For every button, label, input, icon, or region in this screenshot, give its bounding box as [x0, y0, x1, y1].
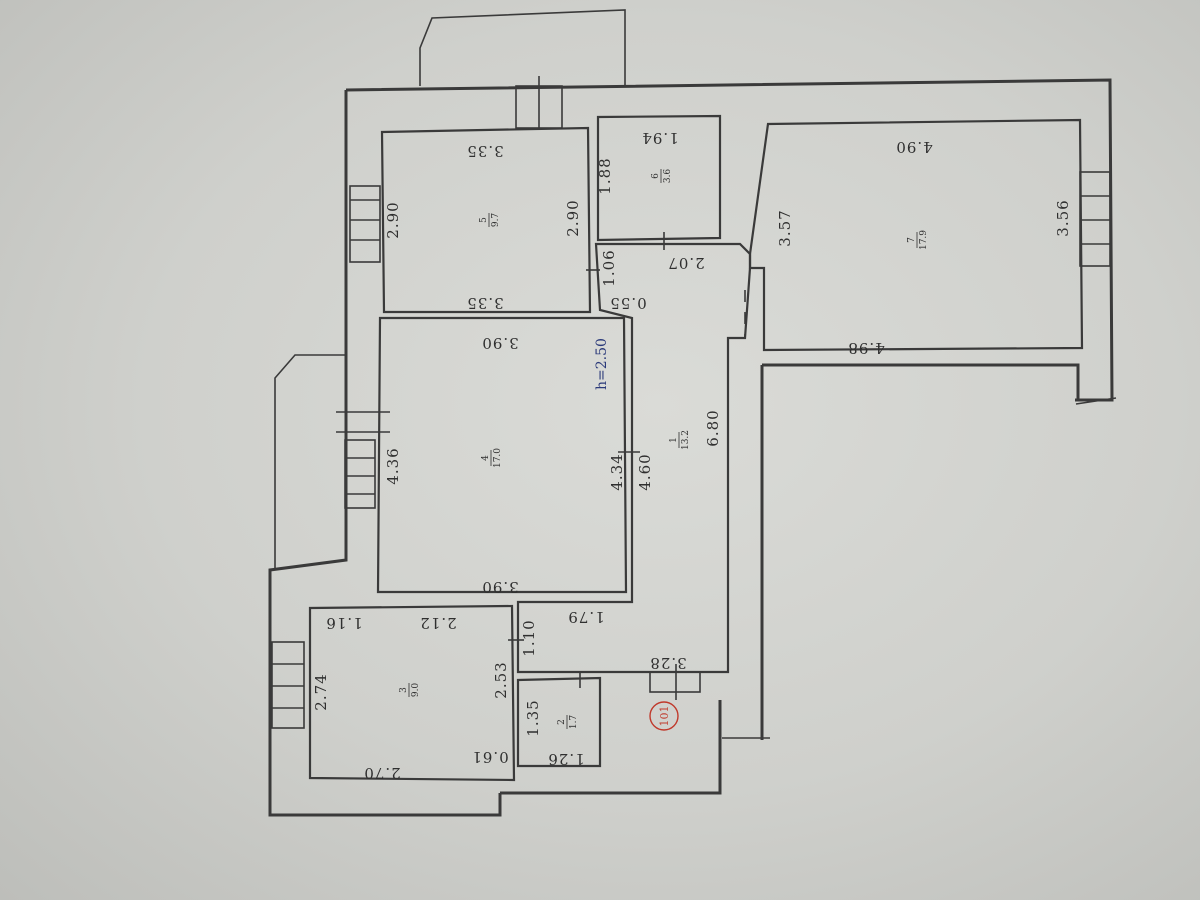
dim-r5-bottom: 3.35: [466, 294, 503, 312]
room-1-area: 13.2: [681, 430, 691, 450]
balcony-top: [419, 9, 626, 86]
dim-r5-left: 2.90: [384, 201, 402, 238]
dim-r4-top: 3.90: [481, 334, 518, 352]
dim-r3-right: 2.53: [492, 661, 510, 698]
room-3-outline: [308, 604, 516, 782]
room-2-number: 2: [557, 719, 567, 725]
dim-r7-left: 3.57: [776, 209, 794, 246]
stamp: 101: [649, 701, 679, 731]
room-3-number: 3: [399, 687, 409, 693]
dim-hall-h: 3.28: [649, 654, 686, 672]
dim-hall-b: 0.55: [609, 294, 646, 312]
dim-r5-top: 3.35: [466, 142, 503, 160]
window-room5: [349, 185, 381, 263]
entrance-door: [649, 671, 701, 693]
room-4-outline: [376, 316, 628, 594]
balcony-left: [274, 354, 346, 570]
dim-r4-bottom: 3.90: [481, 578, 518, 596]
dim-r3-bottom: 2.70: [363, 764, 400, 782]
room-2-outline: [516, 676, 602, 768]
dim-r6-top: 1.94: [641, 129, 678, 147]
room-5-label: 5 9.7: [479, 213, 501, 228]
room-4-number: 4: [481, 455, 491, 461]
room-3-label: 3 9.0: [399, 683, 421, 698]
dim-r4-right: 4.34: [608, 453, 626, 490]
room-6-outline: [596, 114, 722, 242]
stamp-number: 101: [658, 706, 671, 727]
dimension-labels: 3.35 3.35 2.90 2.90 1.94 1.88 4.90 4.98 …: [312, 129, 1072, 782]
window-room3: [271, 641, 305, 729]
windows: [271, 76, 1111, 729]
room-1-outline: [516, 242, 752, 674]
room-5-number: 5: [479, 217, 489, 223]
window-room4: [344, 439, 376, 509]
balconies: [274, 9, 626, 570]
dim-r6-left: 1.88: [596, 157, 614, 194]
room-2-label: 2 1.7: [557, 715, 579, 730]
room-outlines: [308, 114, 1084, 782]
room-2-area: 1.7: [569, 715, 579, 730]
dim-r7-right: 3.56: [1054, 199, 1072, 236]
stamp-circle: [649, 701, 679, 731]
room-7-label: 7 17.9: [907, 230, 929, 250]
outer-wall-bottom: [500, 700, 722, 795]
ceiling-height-note: h=2.50: [594, 338, 610, 390]
dim-hall-e: 6.80: [704, 409, 722, 446]
room-4-area: 17.0: [493, 448, 503, 468]
room-7-area: 17.9: [919, 230, 929, 250]
outer-wall-left-bottom: [268, 640, 502, 817]
room-5-area: 9.7: [491, 213, 501, 228]
dim-r7-top: 4.90: [895, 138, 932, 156]
room-1-label: 1 13.2: [669, 430, 691, 450]
room-5-outline: [380, 126, 592, 314]
dim-hall-c: 2.07: [667, 254, 704, 272]
dim-r2-left: 1.35: [524, 699, 542, 736]
room-1-number: 1: [669, 437, 679, 443]
room-6-number: 6: [651, 173, 661, 179]
window-room7: [1079, 171, 1111, 267]
dim-r2-bottom: 1.26: [547, 750, 584, 768]
outer-wall-top-right: [345, 78, 1114, 402]
room-4-label: 4 17.0: [481, 448, 503, 468]
room-6-label: 6 3.6: [651, 169, 673, 184]
room-labels: 5 9.7 6 3.6 7 17.9 4 17.0 1 13.2 3 9.0: [399, 169, 929, 730]
wall-break-mark-top: [1075, 397, 1117, 405]
dim-hall-d: 4.60: [636, 453, 654, 490]
outer-wall-left-middle: [268, 265, 348, 640]
dim-hall-g: 1.10: [520, 619, 538, 656]
outer-wall-right-step: [762, 363, 1080, 400]
room-6-area: 3.6: [663, 169, 673, 184]
room-3-area: 9.0: [411, 683, 421, 698]
dim-r3-top-b: 2.12: [419, 614, 456, 632]
dim-r5-right: 2.90: [564, 199, 582, 236]
dim-r4-left: 4.36: [384, 447, 402, 484]
dim-r7-bottom: 4.98: [847, 339, 884, 357]
room-7-number: 7: [907, 237, 917, 243]
dim-r3-top-a: 1.16: [325, 614, 362, 632]
dim-hall-f: 1.79: [567, 608, 604, 626]
dim-r3-notch: 0.61: [471, 748, 508, 766]
dim-hall-a: 1.06: [600, 249, 618, 286]
dim-r3-left: 2.74: [312, 673, 330, 710]
